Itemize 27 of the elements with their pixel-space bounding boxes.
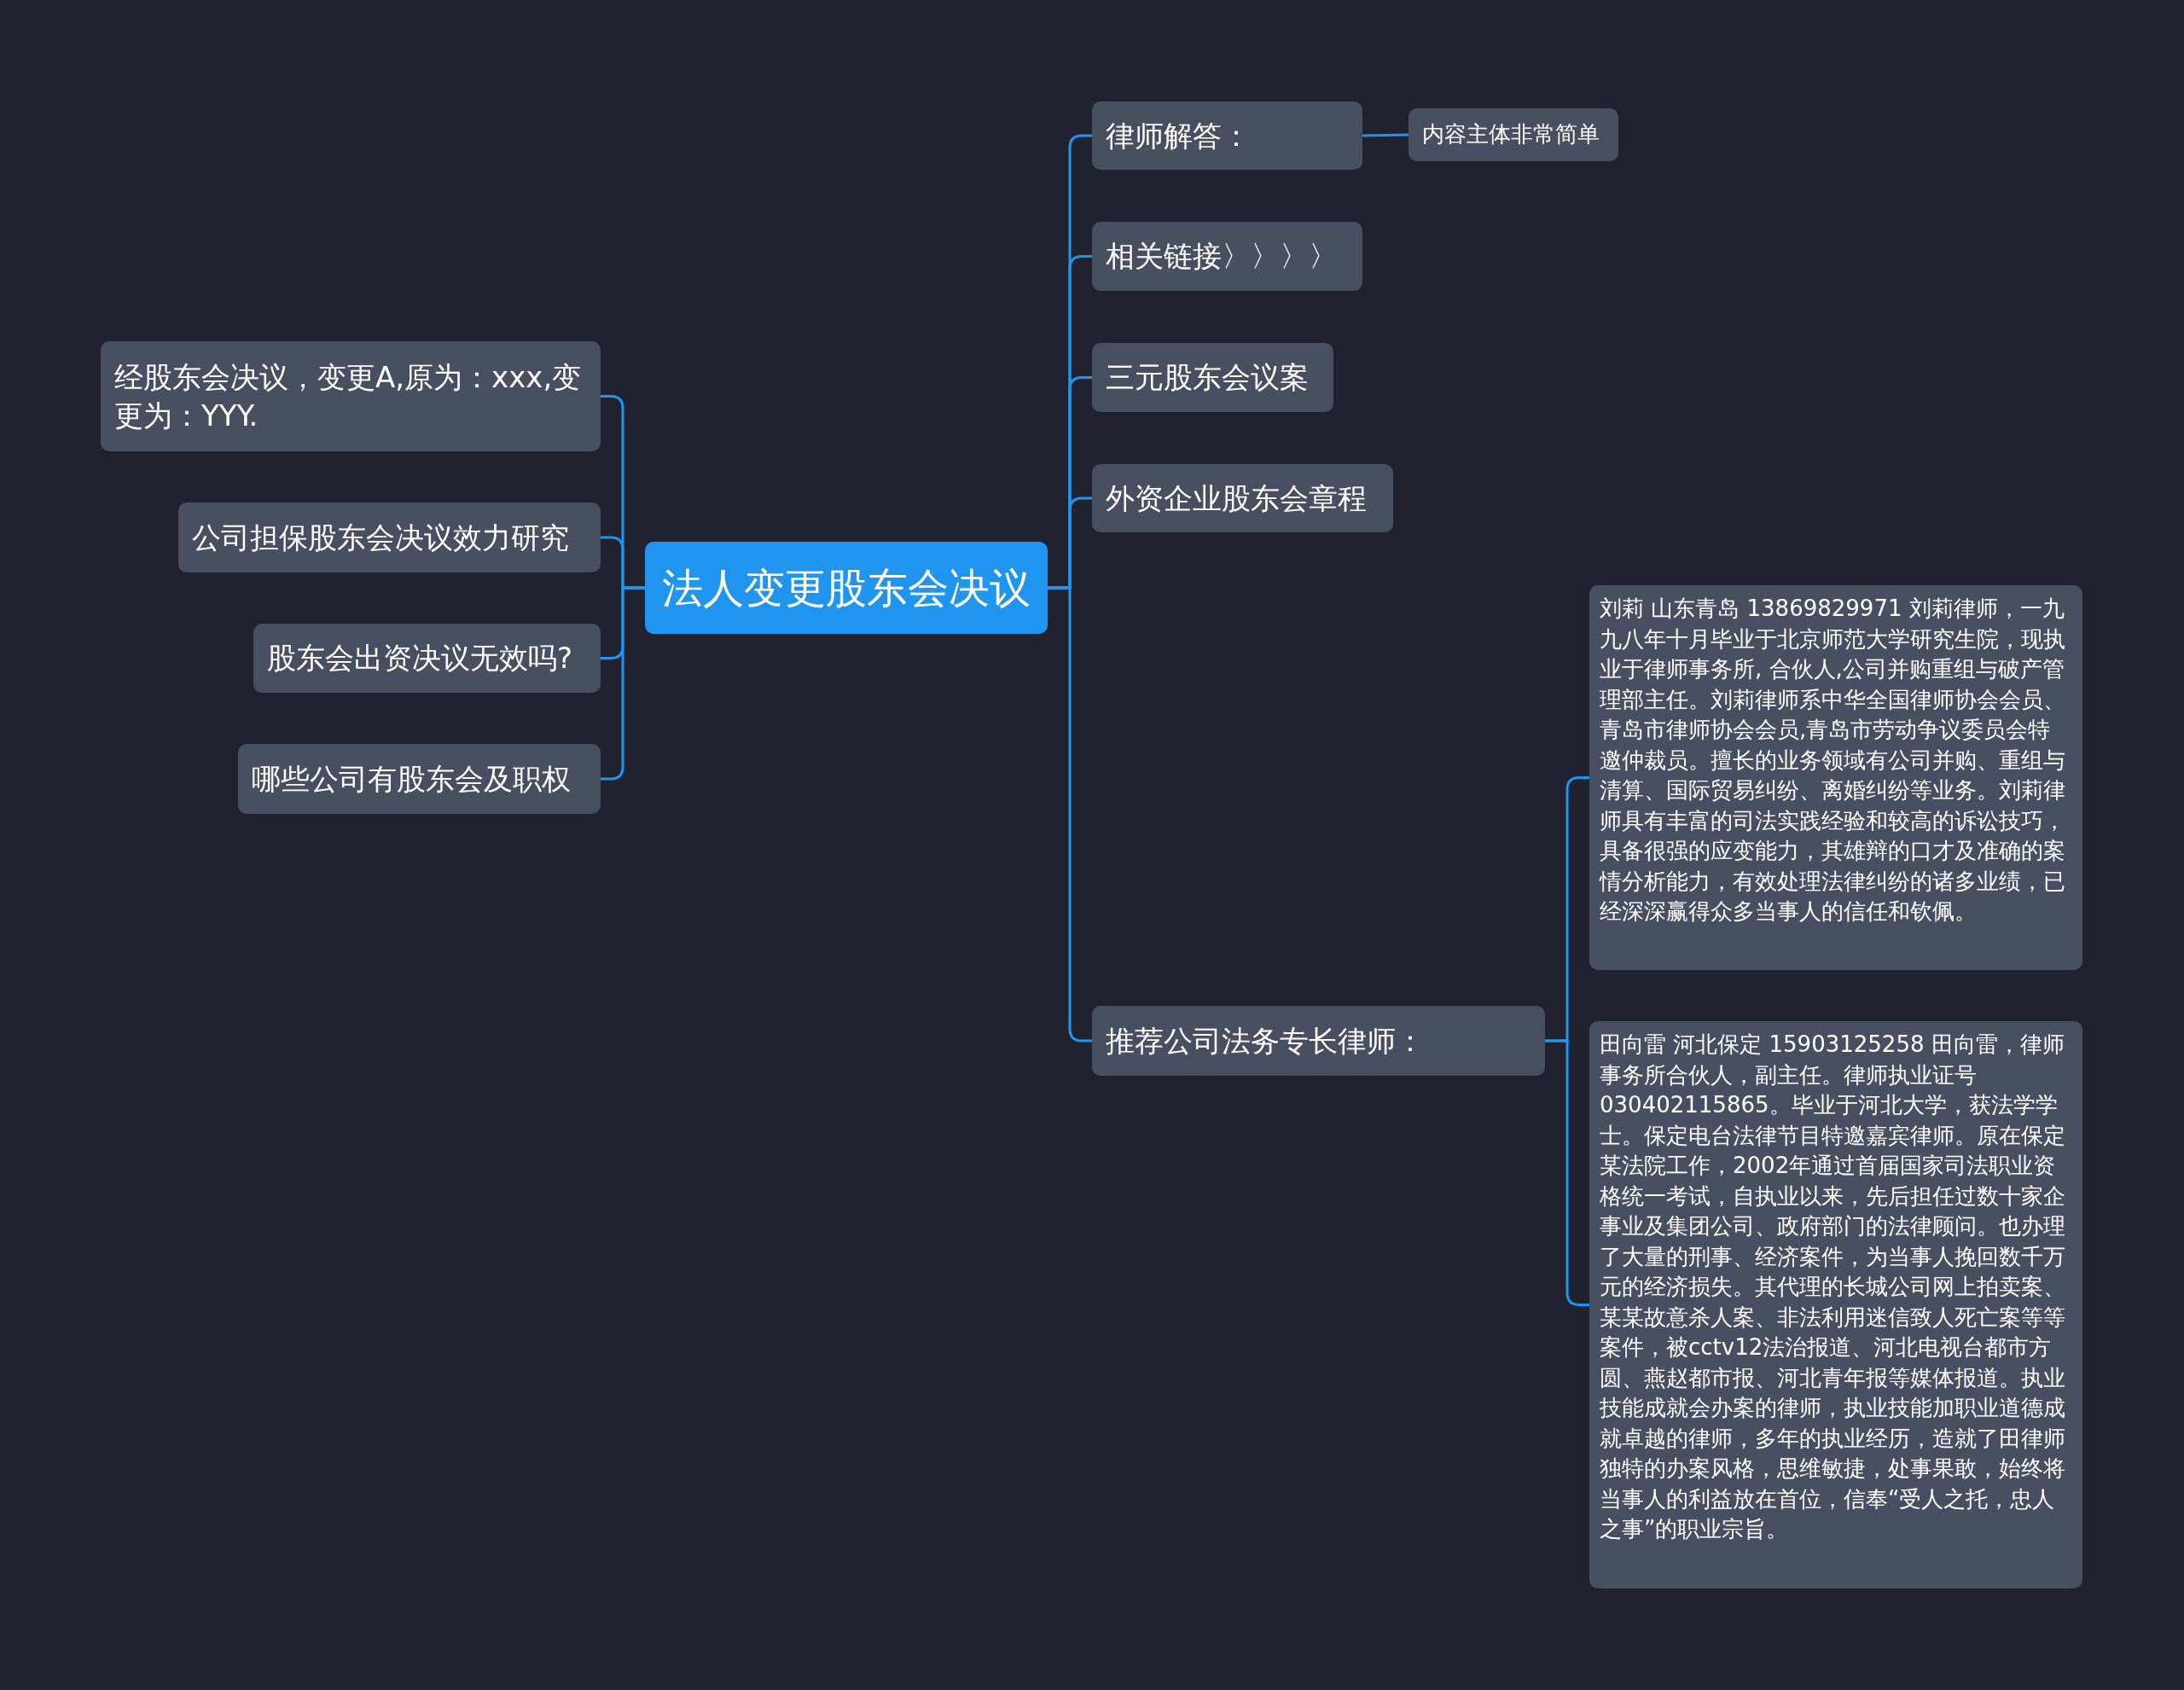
- topic-label: 相关链接〉〉〉〉: [1106, 238, 1338, 276]
- note-text: 刘莉 山东青岛 13869829971 刘莉律师，一九九八年十月毕业于北京师范大学研究生院，现执业于律师事务所, 合伙人,公司并购重组与破产管理部主任。刘莉律师系中华全国律师协会会员、青岛市律师协会会员,青岛市劳动争议委员会特邀仲裁员。擅长的业务领域有公司并购、重组与清算、国际贸易纠纷、离婚纠纷等业务。刘莉律师具有丰富的司法实践经验和较高的诉讼技巧，具备很强的应变能力，其雄辩的口才及准确的案情分析能力，有效处理法律纠纷的诸多业绩，已经深深赢得众多当事人的信任和钦佩。: [1600, 595, 2066, 926]
- subtopic-box: [1409, 108, 1618, 161]
- topic-label: 外资企业股东会章程: [1106, 479, 1367, 517]
- central-topic: 法人变更股东会决议: [662, 562, 1031, 613]
- connector-line: [1545, 1039, 1589, 1306]
- topic-label: 三元股东会议案: [1106, 359, 1309, 397]
- topic-box: [253, 624, 601, 693]
- topic-label: 公司担保股东会决议效力研究: [192, 519, 569, 556]
- topic-box: [1092, 343, 1333, 412]
- topic-box: [101, 341, 601, 451]
- topic-label: 经股东会决议，变更A,原为：xxx,变更为：YYY.: [114, 359, 583, 434]
- topic-box: [238, 744, 601, 814]
- connector-line: [1362, 133, 1409, 137]
- note-box: [1589, 585, 2082, 970]
- topic-box: [1092, 464, 1393, 532]
- topic-label: 律师解答：: [1106, 117, 1251, 154]
- topic-box: [1092, 222, 1362, 291]
- topic-box: [1092, 1006, 1545, 1076]
- topic-label: 股东会出资决议无效吗?: [267, 640, 573, 677]
- topic-label: 哪些公司有股东会及职权: [252, 760, 571, 798]
- note-text: 田向雷 河北保定 15903125258 田向雷，律师事务所合伙人，副主任。律师执业证号030402115865。毕业于河北大学，获法学学士。保定电台法律节目特邀嘉宾律师。原在保定某法院工作，2002年通过首届国家司法职业资格统一考试，自执业以来，先后担任过数十家企事业及集团公司、政府部门的法律顾问。也办理了大量的刑事、经济案件，为当事人挽回数千万元的经济损失。其代理的长城公司网上拍卖案、某某故意杀人案、非法利用迷信致人死亡案等等案件，被cctv12法治报道、河北电视台都市方圆、燕赵都市报、河北青年报等媒体报道。执业技能成就会办案的律师，执业技能加职业道德成就卓越的律师，多年的执业经历，造就了田律师独特的办案风格，思维敏捷，处事果敢，始终将当事人的利益放在首位，信奉“受人之托，忠人之事”的职业宗旨。: [1600, 1031, 2066, 1543]
- central-topic-box: [645, 542, 1048, 634]
- topic-box: [1092, 102, 1362, 170]
- topic-box: [178, 502, 601, 572]
- subtopic-label: 内容主体非常简单: [1422, 120, 1600, 149]
- topic-label: 推荐公司法务专长律师：: [1106, 1022, 1425, 1060]
